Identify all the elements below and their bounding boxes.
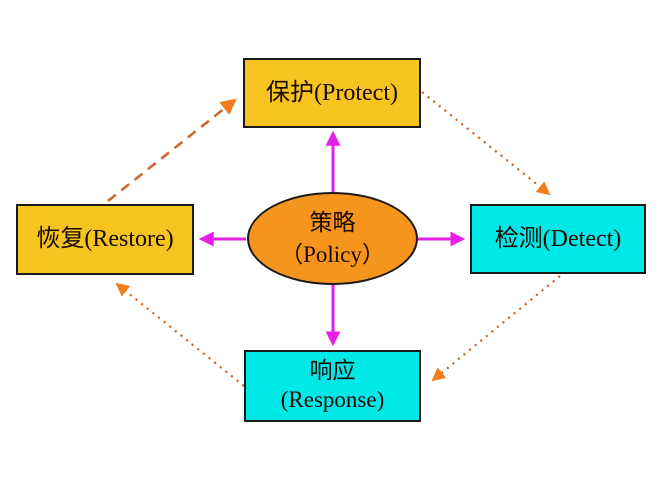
node-policy-ellipse: 策略 （Policy） <box>247 192 418 285</box>
node-response-label-en: (Response) <box>280 387 385 412</box>
edge-response-restore <box>115 282 245 387</box>
node-restore-label: 恢复(Restore) <box>36 226 174 253</box>
edge-restore-protect <box>107 98 237 203</box>
node-protect: 保护(Protect) <box>243 58 421 128</box>
node-restore: 恢复(Restore) <box>16 204 194 275</box>
node-policy-label-zh: 策略 <box>309 210 356 236</box>
node-policy-label-en: （Policy） <box>280 241 385 267</box>
node-detect-label: 检测(Detect) <box>494 225 622 252</box>
edge-detect-response <box>431 275 561 382</box>
node-protect-label: 保护(Protect) <box>266 79 398 106</box>
edge-protect-detect <box>421 91 551 196</box>
node-response-label-zh: 响应 <box>309 358 356 384</box>
node-detect: 检测(Detect) <box>470 204 646 274</box>
node-response: 响应 (Response) <box>244 350 421 422</box>
